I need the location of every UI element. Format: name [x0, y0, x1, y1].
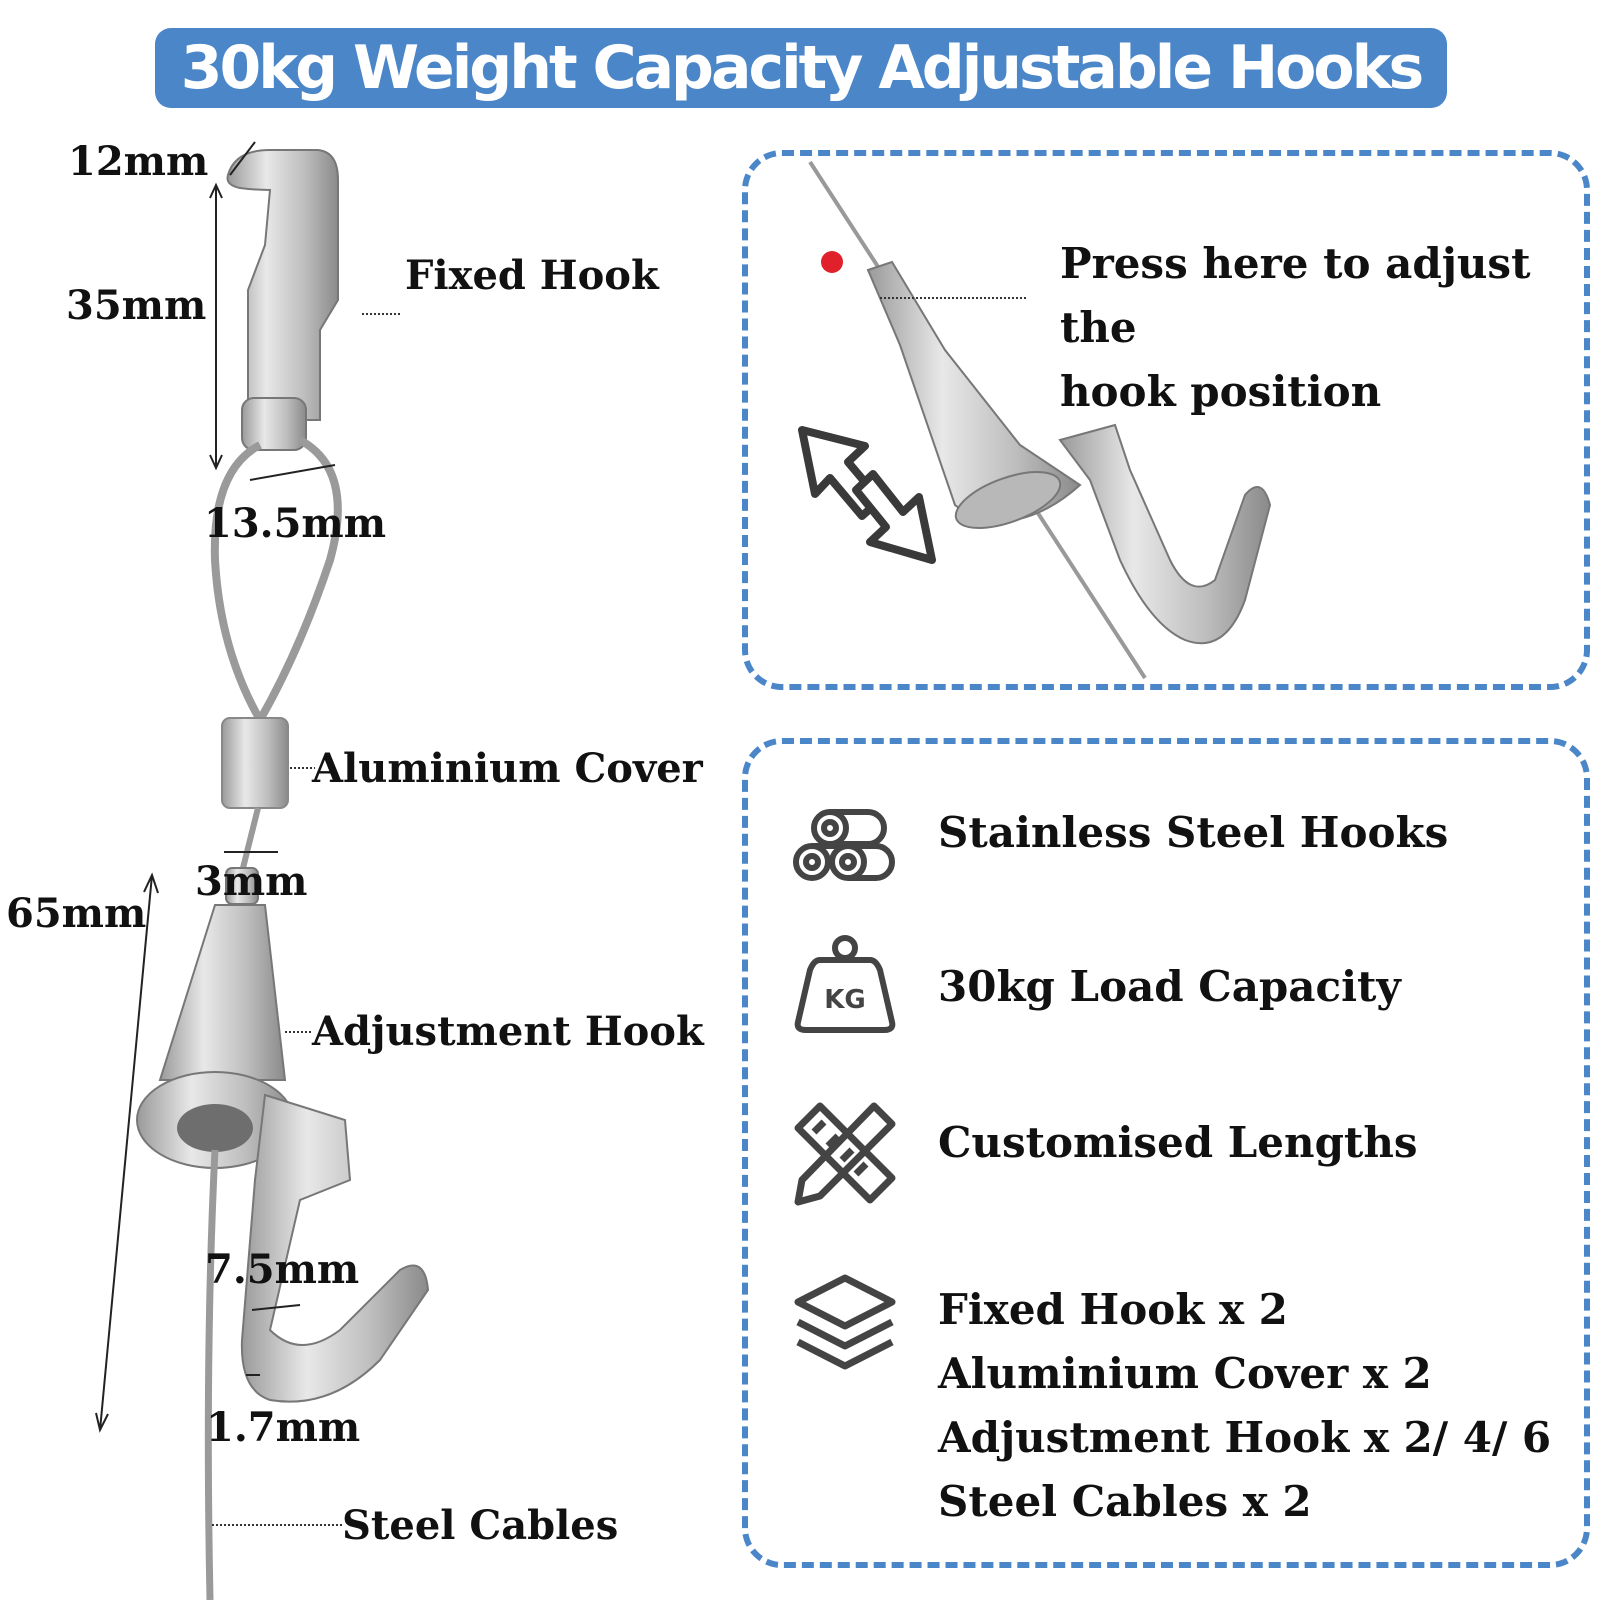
adjustment-hook-graphic [136, 867, 430, 1403]
hook-assembly-illustration [95, 141, 430, 1600]
dim-hook-thickness: 1.7mm [206, 1404, 361, 1451]
label-steel-cables: Steel Cables [342, 1502, 619, 1549]
cable-loop [210, 436, 342, 729]
package-contents-list: Fixed Hook x 2 Aluminium Cover x 2 Adjus… [938, 1278, 1551, 1534]
package-item-steel-cables: Steel Cables x 2 [938, 1477, 1312, 1526]
leader-lines [212, 313, 400, 1526]
feature-load-capacity: 30kg Load Capacity [938, 962, 1401, 1011]
adjust-instruction: Press here to adjust the hook position [1060, 232, 1600, 424]
package-item-adjustment-hook: Adjustment Hook x 2/ 4/ 6 [938, 1413, 1552, 1462]
adjust-instruction-line2: hook position [1060, 367, 1382, 416]
page-title: 30kg Weight Capacity Adjustable Hooks [180, 33, 1424, 103]
adjust-detail-panel [742, 150, 1590, 690]
dimension-lines [95, 141, 336, 1433]
layers-icon [794, 1274, 896, 1370]
label-aluminium-cover: Aluminium Cover [312, 745, 703, 792]
dim-adjust-height: 65mm [6, 890, 147, 937]
package-item-aluminium-cover: Aluminium Cover x 2 [938, 1349, 1432, 1398]
ruler-pencil-icon [794, 1102, 896, 1206]
label-adjustment-hook: Adjustment Hook [312, 1008, 704, 1055]
feature-steel-hooks: Stainless Steel Hooks [938, 808, 1449, 857]
kg-weight-icon: KG [794, 935, 896, 1033]
dim-loop-width: 13.5mm [204, 500, 387, 547]
dim-fixed-height: 35mm [66, 282, 207, 329]
kg-label: KG [824, 985, 866, 1015]
aluminium-cover-graphic [221, 717, 289, 809]
dim-cable-diameter: 3mm [195, 858, 308, 905]
package-item-fixed-hook: Fixed Hook x 2 [938, 1285, 1288, 1334]
features-panel [742, 738, 1590, 1568]
label-fixed-hook: Fixed Hook [405, 252, 659, 299]
title-banner: 30kg Weight Capacity Adjustable Hooks [155, 28, 1447, 108]
steel-cable-graphic [204, 1149, 219, 1600]
adjust-instruction-line1: Press here to adjust the [1060, 239, 1531, 352]
dim-top-width: 12mm [68, 138, 209, 185]
dim-hook-gap: 7.5mm [205, 1246, 360, 1293]
fixed-hook-graphic [226, 149, 339, 451]
steel-pipes-icon [793, 809, 895, 881]
feature-custom-lengths: Customised Lengths [938, 1118, 1418, 1167]
